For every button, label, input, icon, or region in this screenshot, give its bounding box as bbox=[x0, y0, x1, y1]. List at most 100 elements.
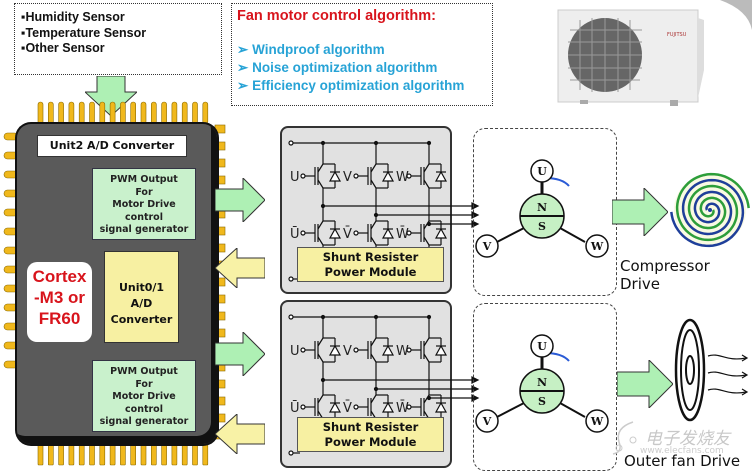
sensor-list-box: ▪Humidity Sensor ▪Temperature Sensor ▪Ot… bbox=[14, 3, 222, 75]
chip-pin bbox=[109, 442, 116, 466]
chip-pin bbox=[58, 101, 64, 125]
chip-pin bbox=[37, 101, 44, 125]
chip-pin bbox=[3, 189, 19, 198]
pwm-out-arrow-top-icon bbox=[215, 178, 265, 222]
chip-pin bbox=[89, 442, 95, 466]
sensor-item: ▪Humidity Sensor bbox=[21, 10, 125, 24]
chip-pin bbox=[47, 442, 54, 466]
emitter bbox=[370, 353, 377, 363]
watermark-url: www.elecfans.com bbox=[640, 446, 724, 456]
chip-pin bbox=[3, 227, 19, 236]
compressor-scroll-icon bbox=[670, 172, 750, 248]
chip-pin bbox=[161, 442, 167, 466]
phase-label: W bbox=[590, 240, 604, 253]
fan-blade-icon bbox=[674, 318, 749, 422]
grille-lines bbox=[568, 18, 642, 92]
diode-icon bbox=[381, 401, 395, 413]
diode-icon bbox=[328, 227, 342, 239]
airflow-arrows bbox=[707, 354, 749, 396]
gate-terminal bbox=[406, 173, 412, 179]
scroll-spiral bbox=[675, 172, 750, 242]
compressor-output-arrow-icon bbox=[612, 188, 668, 236]
junction-dot bbox=[320, 314, 326, 320]
chip-pin bbox=[99, 101, 106, 125]
igbt-bridge bbox=[288, 140, 480, 282]
chip-pin bbox=[3, 265, 19, 274]
stator-line bbox=[496, 402, 525, 418]
chip-pin bbox=[140, 442, 147, 466]
gate-label: U bbox=[290, 344, 300, 359]
diode-icon bbox=[381, 344, 395, 356]
gate-label: U bbox=[290, 170, 300, 185]
unit-side bbox=[698, 18, 704, 98]
pwm-output-block-bottom: PWM Output For Motor Drive control signa… bbox=[92, 360, 196, 432]
terminal bbox=[288, 450, 294, 456]
junction-dot bbox=[320, 140, 326, 146]
feedback-arrow-top-icon bbox=[215, 248, 265, 288]
pwm-output-block-top: PWM Output For Motor Drive control signa… bbox=[92, 168, 196, 240]
collector bbox=[317, 163, 324, 173]
emitter bbox=[370, 236, 377, 246]
chip-pin bbox=[202, 442, 209, 466]
gate-label: Ū bbox=[290, 401, 300, 416]
phase-coil-icon bbox=[530, 334, 554, 358]
phase-coil-icon bbox=[475, 409, 499, 433]
gate-label: W̄ bbox=[396, 401, 409, 416]
algorithm-item: ➢ Efficiency optimization algorithm bbox=[237, 78, 465, 93]
chip-pin bbox=[140, 101, 147, 125]
diode-icon bbox=[328, 170, 342, 182]
gate-terminal bbox=[300, 230, 306, 236]
diode-icon bbox=[434, 401, 448, 413]
chip-pin bbox=[47, 101, 54, 125]
stator-line bbox=[496, 227, 525, 243]
gate-terminal bbox=[300, 173, 306, 179]
gate-label: V̄ bbox=[343, 401, 352, 416]
gate-label: W bbox=[396, 344, 409, 359]
gate-terminal bbox=[406, 347, 412, 353]
unit-foot bbox=[580, 100, 588, 104]
collector bbox=[423, 337, 430, 347]
chip-pin bbox=[3, 341, 19, 350]
diode-icon bbox=[434, 227, 448, 239]
diode-icon bbox=[328, 401, 342, 413]
diode-icon bbox=[381, 227, 395, 239]
scroll-spiral bbox=[670, 178, 745, 248]
junction-dot bbox=[373, 314, 379, 320]
phase-coil-icon bbox=[475, 234, 499, 258]
diode-icon bbox=[434, 344, 448, 356]
collector bbox=[370, 220, 377, 230]
chip-pin bbox=[214, 124, 226, 134]
chip-pin bbox=[192, 442, 198, 466]
gate-label: Ū bbox=[290, 227, 300, 242]
phase-coil-icon bbox=[530, 159, 554, 183]
sensor-item: ▪Other Sensor bbox=[21, 41, 105, 55]
unit-foot bbox=[670, 100, 678, 106]
collector bbox=[423, 394, 430, 404]
gate-label: W bbox=[396, 170, 409, 185]
collector bbox=[370, 394, 377, 404]
chip-pin bbox=[171, 101, 178, 125]
junction-dot bbox=[426, 140, 432, 146]
stator-line bbox=[559, 402, 586, 418]
scroll-center bbox=[708, 208, 712, 212]
chip-pin bbox=[3, 132, 19, 141]
diode-icon bbox=[434, 170, 448, 182]
chip-pin bbox=[202, 101, 209, 125]
gate-label: V bbox=[343, 170, 352, 185]
gate-terminal bbox=[300, 347, 306, 353]
junction-dot bbox=[426, 314, 432, 320]
slide-corner-decoration bbox=[720, 0, 752, 30]
chip-pin bbox=[161, 101, 167, 125]
gate-terminal bbox=[353, 173, 359, 179]
collector bbox=[370, 337, 377, 347]
algorithm-box: Fan motor control algorithm: ➢ Windproof… bbox=[231, 3, 493, 106]
phase-label: V bbox=[482, 415, 492, 428]
terminal bbox=[288, 314, 294, 320]
chip-pin bbox=[151, 442, 157, 466]
emitter bbox=[423, 179, 430, 189]
chip-pin bbox=[181, 442, 188, 466]
brand-logo: FUJITSU bbox=[667, 32, 687, 38]
gate-terminal bbox=[353, 230, 359, 236]
pole-label-north: N bbox=[537, 201, 547, 214]
